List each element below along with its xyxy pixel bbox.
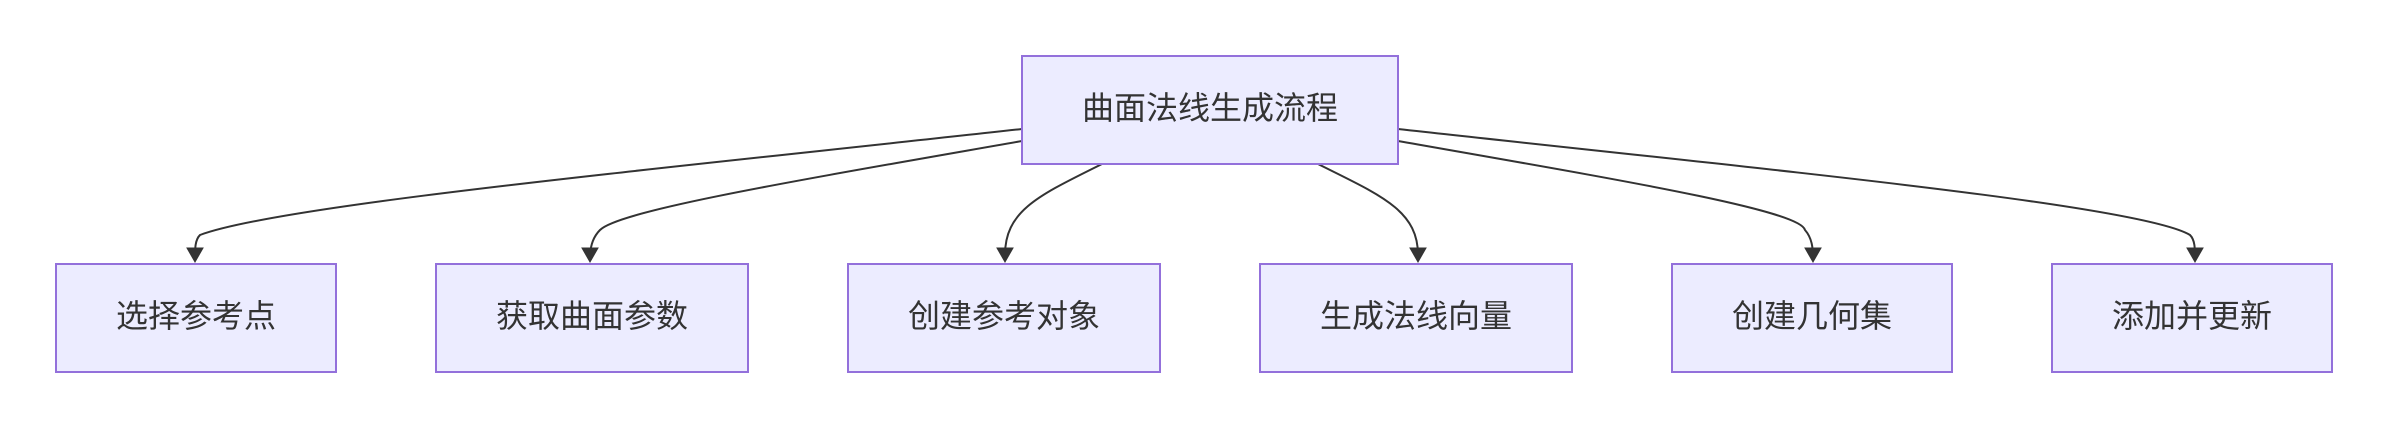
root-node[interactable]: 曲面法线生成流程 — [1021, 55, 1399, 165]
arrow-child-3 — [996, 247, 1014, 264]
child-node-3-box — [847, 263, 1161, 373]
child-node-1-box — [55, 263, 337, 373]
edge-root-to-child-3 — [1004, 163, 1103, 256]
arrow-child-4 — [1409, 247, 1427, 264]
arrow-child-6 — [2186, 247, 2204, 264]
edge-root-to-child-5 — [1397, 140, 1814, 259]
child-node-3[interactable]: 创建参考对象 — [847, 263, 1161, 373]
edge-root-to-child-4 — [1317, 163, 1419, 256]
child-node-6[interactable]: 添加并更新 — [2051, 263, 2333, 373]
child-node-5-label: 创建几何集 — [1732, 297, 1892, 335]
child-node-4[interactable]: 生成法线向量 — [1259, 263, 1573, 373]
edge-root-to-child-1 — [194, 128, 1023, 261]
edge-root-to-child-6 — [1397, 128, 2196, 261]
edge-root-to-child-2 — [589, 140, 1023, 259]
root-node-label: 曲面法线生成流程 — [1082, 89, 1338, 127]
child-node-5-box — [1671, 263, 1953, 373]
child-node-1-label: 选择参考点 — [116, 297, 276, 335]
child-node-1[interactable]: 选择参考点 — [55, 263, 337, 373]
child-node-2-box — [435, 263, 749, 373]
root-node-box — [1021, 55, 1399, 165]
child-node-6-label: 添加并更新 — [2112, 297, 2272, 335]
child-node-4-label: 生成法线向量 — [1320, 297, 1512, 335]
child-node-4-box — [1259, 263, 1573, 373]
child-node-6-box — [2051, 263, 2333, 373]
child-node-2[interactable]: 获取曲面参数 — [435, 263, 749, 373]
child-node-3-label: 创建参考对象 — [908, 297, 1100, 335]
edges — [186, 128, 2204, 264]
child-node-2-label: 获取曲面参数 — [496, 297, 688, 335]
arrow-child-1 — [186, 247, 204, 264]
arrow-child-5 — [1804, 247, 1822, 264]
arrow-child-2 — [581, 247, 599, 264]
child-node-5[interactable]: 创建几何集 — [1671, 263, 1953, 373]
